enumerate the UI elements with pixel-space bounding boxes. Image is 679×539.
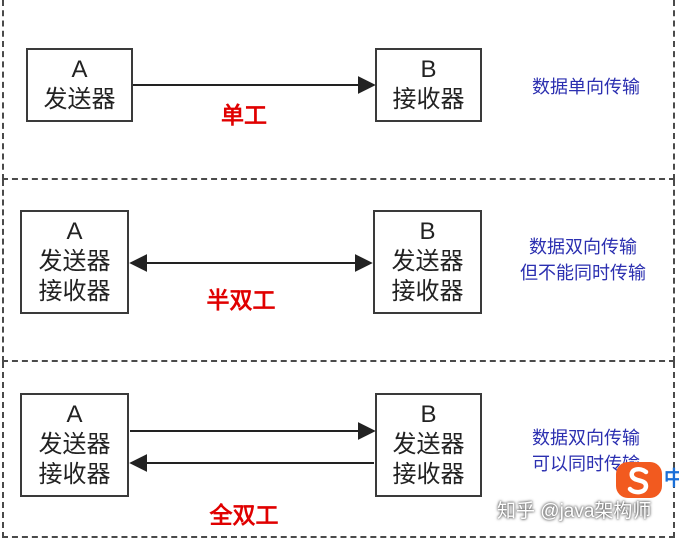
node-label: A <box>66 218 83 245</box>
transceiver-node-b: B 发送器 接收器 <box>375 393 482 497</box>
sender-node-a: A 发送器 <box>26 48 133 122</box>
transceiver-node-a: A 发送器 接收器 <box>20 393 129 497</box>
node-role: 发送器 <box>392 431 465 458</box>
node-label: B <box>420 56 437 83</box>
node-role: 发送器 <box>38 248 111 275</box>
sogou-logo-icon <box>616 462 662 498</box>
description-full-duplex: 数据双向传输 可以同时传输 <box>532 425 640 477</box>
node-label: A <box>66 401 83 428</box>
description-line: 数据双向传输 <box>532 428 640 448</box>
transceiver-node-b: B 发送器 接收器 <box>373 210 482 314</box>
description-line: 但不能同时传输 <box>520 263 646 283</box>
chinese-input-badge: 中 <box>664 468 679 488</box>
watermark-text: 知乎 @java架构师 <box>497 501 652 522</box>
full-duplex-panel <box>2 362 675 538</box>
description-half-duplex: 数据双向传输 但不能同时传输 <box>520 234 646 286</box>
node-role: 接收器 <box>38 278 111 305</box>
description-line: 数据双向传输 <box>529 237 637 257</box>
mode-label-full-duplex: 全双工 <box>209 502 279 528</box>
node-role: 接收器 <box>391 278 464 305</box>
transceiver-node-a: A 发送器 接收器 <box>20 210 129 314</box>
receiver-node-b: B 接收器 <box>375 48 482 122</box>
node-role: 发送器 <box>38 431 111 458</box>
mode-label-simplex: 单工 <box>221 102 267 128</box>
node-role: 接收器 <box>392 86 465 113</box>
node-role: 发送器 <box>43 86 116 113</box>
node-label: B <box>419 218 436 245</box>
node-role: 接收器 <box>392 461 465 488</box>
description-line: 数据单向传输 <box>532 77 640 97</box>
description-simplex: 数据单向传输 <box>532 74 640 100</box>
node-role: 接收器 <box>38 461 111 488</box>
node-label: A <box>71 56 88 83</box>
node-role: 发送器 <box>391 248 464 275</box>
simplex-panel <box>2 0 675 180</box>
half-duplex-panel <box>2 180 675 362</box>
node-label: B <box>420 401 437 428</box>
description-line: 可以同时传输 <box>532 454 640 474</box>
mode-label-half-duplex: 半双工 <box>206 287 276 313</box>
